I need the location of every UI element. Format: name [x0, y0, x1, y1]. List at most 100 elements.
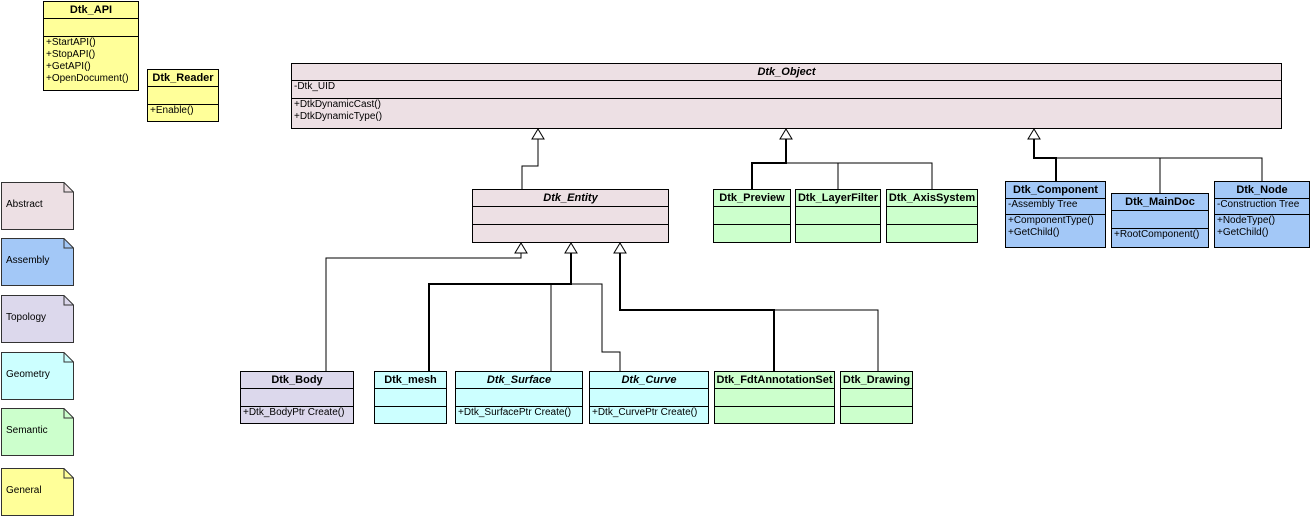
connector-line [774, 309, 879, 371]
connector-line [1160, 157, 1263, 181]
class-dtk-curve[interactable]: Dtk_Curve +Dtk_CurvePtr Create() [589, 371, 709, 424]
attributes-section [590, 389, 708, 407]
methods-section: +Enable() [148, 105, 218, 121]
legend-note-geometry: Geometry [1, 352, 74, 400]
class-name: Dtk_Body [241, 372, 353, 389]
method: +StopAPI() [46, 49, 96, 60]
class-name: Dtk_Entity [473, 190, 668, 207]
class-name: Dtk_mesh [375, 372, 446, 389]
connector-line [325, 253, 522, 371]
attributes-section [44, 19, 138, 37]
inheritance-arrowhead [564, 242, 578, 254]
method: +GetAPI() [46, 61, 91, 72]
methods-section: +Dtk_CurvePtr Create() [590, 407, 708, 423]
inheritance-arrowhead [779, 128, 793, 140]
class-dtk-axissystem[interactable]: Dtk_AxisSystem [886, 189, 978, 243]
legend-note-topology: Topology [1, 295, 74, 343]
method: +StartAPI() [46, 37, 96, 48]
method: +DtkDynamicCast() [294, 99, 381, 110]
methods-section [375, 407, 446, 423]
method: +RootComponent() [1114, 229, 1200, 240]
method: +NodeType() [1217, 215, 1276, 226]
class-dtk-drawing[interactable]: Dtk_Drawing [840, 371, 913, 424]
class-name: Dtk_API [44, 2, 138, 19]
class-dtk-node[interactable]: Dtk_Node-Construction Tree +NodeType()+Ge… [1214, 181, 1310, 248]
attributes-section: -Dtk_UID [292, 81, 1281, 99]
inheritance-arrowhead [1027, 128, 1041, 140]
connector-line [786, 162, 933, 189]
attributes-section [241, 389, 353, 407]
legend-label: General [6, 485, 42, 496]
attributes-section: -Assembly Tree [1006, 199, 1105, 215]
class-dtk-surface[interactable]: Dtk_Surface +Dtk_SurfacePtr Create() [455, 371, 583, 424]
class-name: Dtk_Curve [590, 372, 708, 389]
attributes-section: -Construction Tree [1215, 199, 1309, 215]
attributes-section [473, 207, 668, 225]
attribute: -Dtk_UID [294, 81, 336, 92]
methods-section [796, 225, 880, 242]
class-dtk-maindoc[interactable]: Dtk_MainDoc +RootComponent() [1111, 193, 1209, 248]
attribute: -Assembly Tree [1008, 199, 1078, 210]
legend-label: Abstract [6, 199, 43, 210]
method: +Dtk_BodyPtr Create() [243, 407, 345, 418]
connector-line [428, 253, 572, 371]
methods-section [473, 225, 668, 242]
methods-section: +RootComponent() [1112, 229, 1208, 247]
legend-label: Topology [6, 312, 47, 323]
class-name: Dtk_LayerFilter [796, 190, 880, 207]
methods-section: +Dtk_SurfacePtr Create() [456, 407, 582, 423]
methods-section [841, 407, 912, 423]
method: +GetChild() [1217, 227, 1269, 238]
legend-note-assembly: Assembly [1, 238, 74, 286]
class-name: Dtk_Reader [148, 70, 218, 87]
class-dtk-reader[interactable]: Dtk_Reader +Enable() [147, 69, 219, 122]
class-dtk-preview[interactable]: Dtk_Preview [713, 189, 791, 243]
method: +GetChild() [1008, 227, 1060, 238]
legend-note-abstract: Abstract [1, 182, 74, 230]
class-dtk-layerfilter[interactable]: Dtk_LayerFilter [795, 189, 881, 243]
class-name: Dtk_Node [1215, 182, 1309, 199]
class-name: Dtk_Surface [456, 372, 582, 389]
class-dtk-fdtannotationset[interactable]: Dtk_FdtAnnotationSet [714, 371, 835, 424]
method: +Dtk_CurvePtr Create() [592, 407, 698, 418]
note-shape [1, 182, 74, 230]
class-dtk-entity[interactable]: Dtk_Entity [472, 189, 669, 243]
connector-line [751, 139, 787, 189]
method: +OpenDocument() [46, 73, 129, 84]
inheritance-arrowhead [531, 128, 545, 140]
attributes-section [148, 87, 218, 105]
class-name: Dtk_Preview [714, 190, 790, 207]
legend-label: Geometry [6, 369, 50, 380]
legend-label: Assembly [6, 255, 50, 266]
note-shape [1, 295, 74, 343]
methods-section [715, 407, 834, 423]
method: +DtkDynamicType() [294, 111, 383, 122]
class-name: Dtk_FdtAnnotationSet [715, 372, 834, 389]
legend-note-semantic: Semantic [1, 408, 74, 456]
class-name: Dtk_Component [1006, 182, 1105, 199]
attributes-section [715, 389, 834, 407]
note-shape [1, 352, 74, 400]
attributes-section [375, 389, 446, 407]
class-name: Dtk_Object [292, 64, 1281, 81]
attributes-section [796, 207, 880, 225]
class-name: Dtk_AxisSystem [887, 190, 977, 207]
class-dtk-component[interactable]: Dtk_Component-Assembly Tree+ComponentTyp… [1005, 181, 1106, 248]
class-dtk-api[interactable]: Dtk_API +StartAPI()+StopAPI()+GetAPI()+Op… [43, 1, 139, 91]
class-dtk-object[interactable]: Dtk_Object-Dtk_UID +DtkDynamicCast()+DtkD… [291, 63, 1282, 129]
attributes-section [887, 207, 977, 225]
attributes-section [1112, 211, 1208, 229]
note-shape [1, 238, 74, 286]
note-shape [1, 468, 74, 516]
connector-line [571, 283, 621, 371]
connector-line [619, 253, 775, 371]
class-dtk-mesh[interactable]: Dtk_mesh [374, 371, 447, 424]
legend-label: Semantic [6, 425, 48, 436]
note-shape [1, 408, 74, 456]
attribute: -Construction Tree [1217, 199, 1300, 210]
class-dtk-body[interactable]: Dtk_Body +Dtk_BodyPtr Create() [240, 371, 354, 424]
class-name: Dtk_MainDoc [1112, 194, 1208, 211]
inheritance-arrowhead [514, 242, 528, 254]
